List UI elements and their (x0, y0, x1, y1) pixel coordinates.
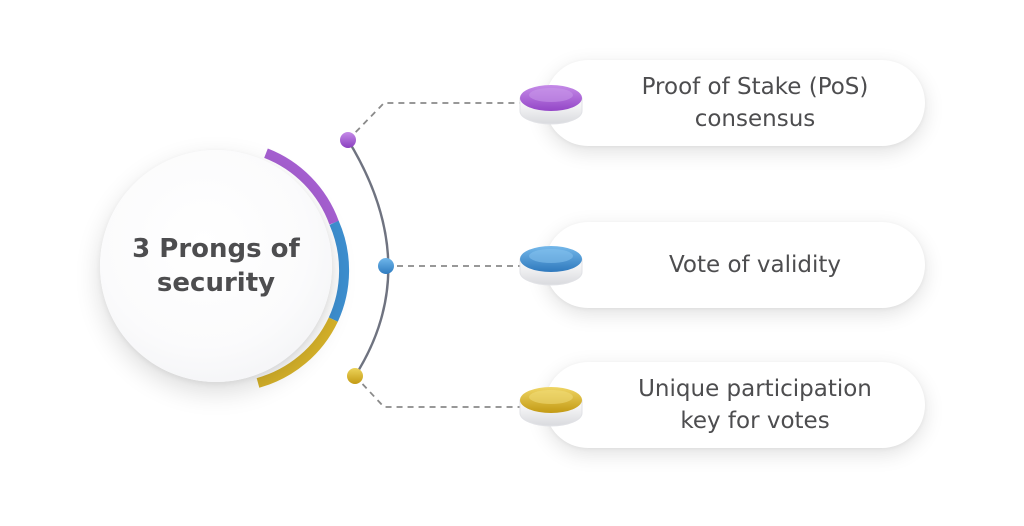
prong-card-pos: Proof of Stake (PoS) consensus (545, 60, 925, 146)
hub-arc-purple (264, 148, 339, 225)
disc-icon-blue (519, 246, 583, 286)
hub-arc-blue (328, 220, 350, 322)
prong-card-participation-key: Unique participation key for votes (545, 362, 925, 448)
connector-dot-purple (340, 132, 356, 148)
prong-card-vote-validity: Vote of validity (545, 222, 925, 308)
connector-dot-blue (378, 258, 394, 274)
disc-icon-gold (519, 387, 583, 427)
hub-arc-gold (256, 317, 338, 388)
dashed-connector-3 (354, 375, 520, 408)
connector-dot-gold (347, 368, 363, 384)
disc-icon-purple (519, 85, 583, 125)
hub-circle: 3 Prongs of security (100, 150, 332, 382)
prong-label-participation-key: Unique participation key for votes (638, 376, 872, 434)
prong-label-vote-validity: Vote of validity (668, 252, 842, 278)
hub-title: 3 Prongs of security (132, 234, 300, 298)
prong-label-pos: Proof of Stake (PoS) consensus (641, 74, 869, 132)
